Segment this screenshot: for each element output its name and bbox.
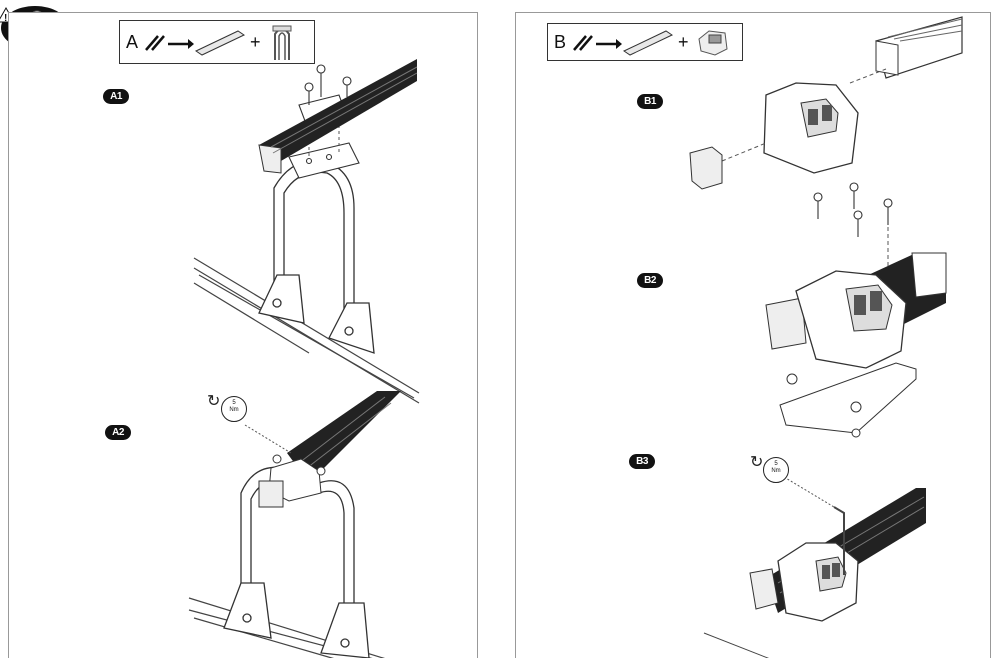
step-badge-a2: A2	[105, 425, 131, 440]
svg-text:!: !	[4, 13, 7, 24]
torque-value: 5	[774, 461, 778, 467]
right-page: B + B1 B2 B3	[515, 12, 991, 658]
torque-wrench-icon: 5 Nm	[221, 396, 247, 422]
legend-plus: +	[250, 31, 261, 52]
illustration-b	[689, 16, 963, 658]
legend-b: B +	[547, 23, 743, 61]
step-badge-b2: B2	[637, 273, 663, 288]
left-page: A + A1 A2	[8, 12, 478, 658]
arrow-right-icon	[168, 39, 195, 49]
legend-a: A +	[119, 20, 315, 64]
tool-icon	[573, 35, 623, 51]
legend-letter: B	[554, 32, 567, 52]
legend-letter: A	[126, 32, 139, 52]
illustration-a2	[188, 391, 401, 658]
illustration-b3	[703, 476, 926, 658]
tool-icon	[145, 35, 195, 51]
foot-icon	[697, 30, 728, 56]
arrow-right-icon	[596, 39, 623, 49]
illustration-a1	[188, 59, 420, 658]
torque-unit: Nm	[771, 468, 781, 474]
torque-value: 5	[232, 400, 236, 406]
bar-icon	[623, 30, 674, 56]
illustration-b1	[689, 16, 963, 190]
bracket-icon	[272, 25, 292, 60]
clamp-plate	[288, 64, 360, 179]
bar-icon	[195, 30, 246, 56]
illustration-b2	[765, 252, 947, 438]
legend-plus: +	[678, 31, 689, 52]
step-badge-b3: B3	[629, 454, 655, 469]
step-badge-b1: B1	[637, 94, 663, 109]
cross-bar	[258, 59, 418, 174]
u-bracket	[258, 160, 375, 354]
torque-wrench-icon: 5 Nm	[763, 457, 789, 483]
rotate-icon: ↻	[750, 454, 764, 471]
roof-rail	[193, 257, 420, 404]
step-badge-a1: A1	[103, 89, 129, 104]
bolts	[813, 182, 893, 237]
rotate-icon: ↻	[207, 393, 221, 410]
torque-unit: Nm	[229, 407, 239, 413]
